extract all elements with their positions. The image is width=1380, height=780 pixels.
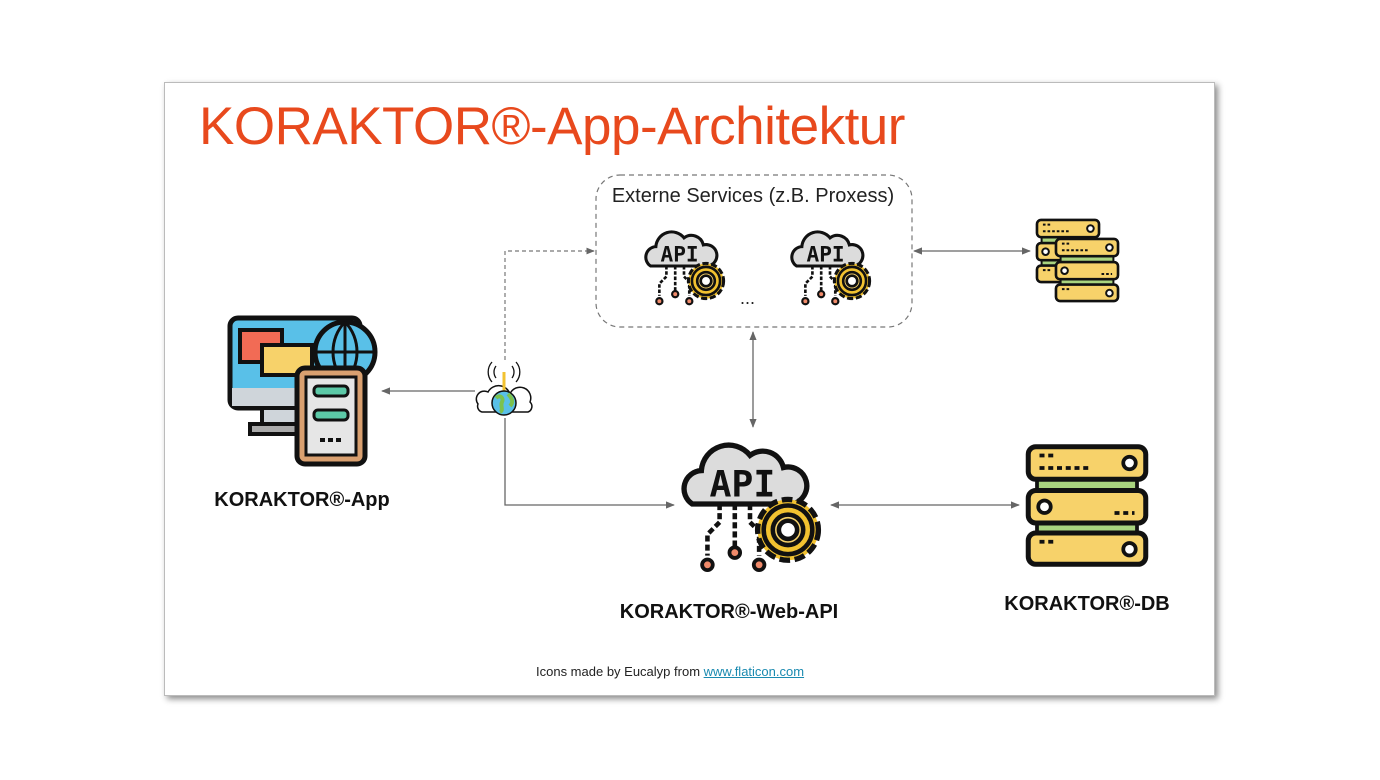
flaticon-link[interactable]: www.flaticon.com <box>703 664 805 679</box>
app-computer-icon <box>227 315 378 467</box>
internet-globe-icon <box>475 361 533 416</box>
attribution-text: Icons made by Eucalyp from <box>536 664 704 679</box>
attribution: Icons made by Eucalyp from www.flaticon.… <box>536 664 804 679</box>
external-services-box <box>595 174 913 328</box>
connector-internet-external <box>504 247 595 360</box>
web-api-label: KORAKTOR®-Web-API <box>619 601 839 623</box>
external-db-icon <box>1054 237 1120 303</box>
connector-internet-webapi <box>504 418 675 509</box>
external-api-icon <box>790 230 872 306</box>
page-title: KORAKTOR®-App-Architektur <box>199 97 905 156</box>
db-icon <box>1028 447 1146 565</box>
external-services-label: Externe Services (z.B. Proxess) <box>611 185 895 207</box>
web-api-icon <box>684 445 818 570</box>
more-services-ellipsis: ... <box>740 288 756 308</box>
db-label: KORAKTOR®-DB <box>1004 593 1170 615</box>
external-api-icon <box>644 230 726 306</box>
app-label: KORAKTOR®-App <box>214 489 390 511</box>
